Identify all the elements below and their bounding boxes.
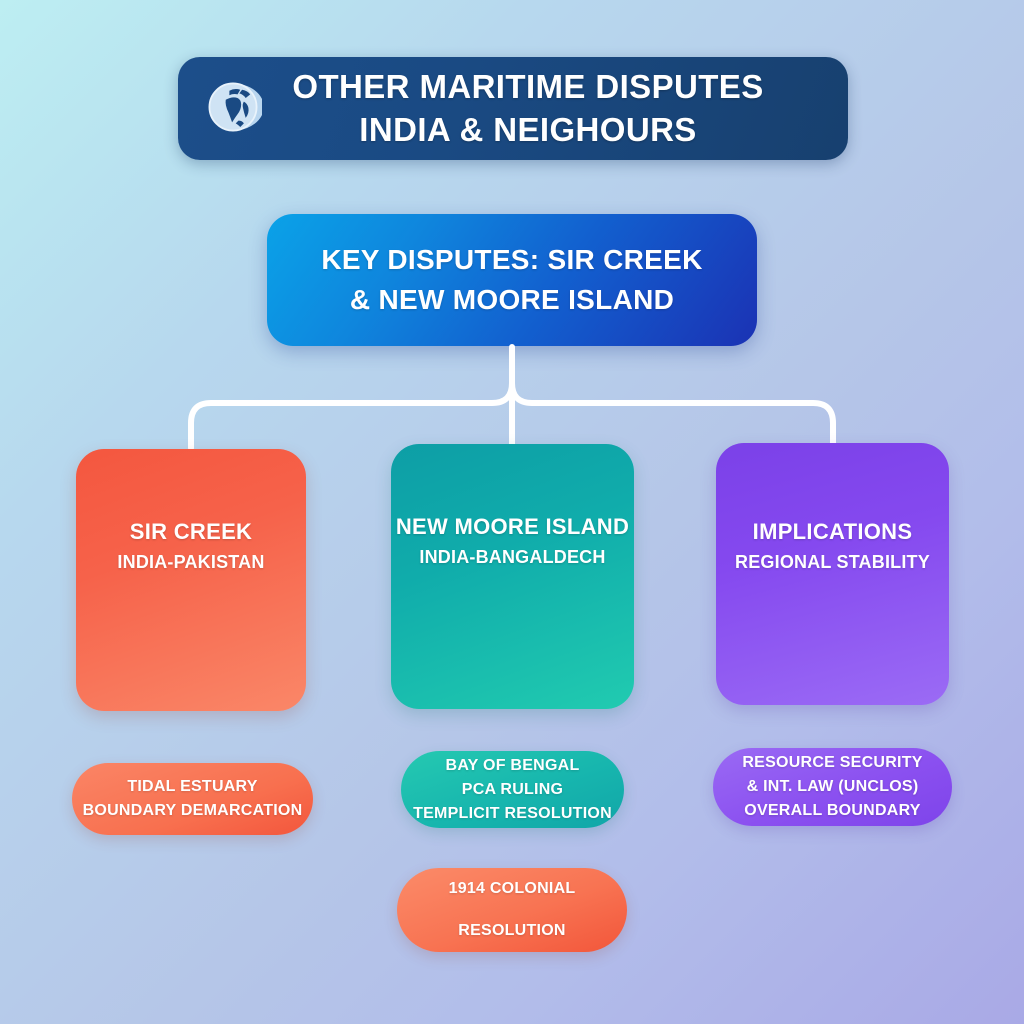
card-implications-subtitle: REGIONAL STABILITY	[735, 552, 930, 572]
pill-colonial-resolution[interactable]: 1914 COLONIAL RESOLUTION	[397, 868, 627, 952]
header-title-line2: INDIA & NEIGHOURS	[359, 110, 697, 148]
globe-icon	[202, 76, 264, 138]
card-sir-creek-subtitle: INDIA-PAKISTAN	[117, 552, 265, 572]
connector-branch-right	[509, 380, 836, 448]
key-disputes-line1: KEY DISPUTES: SIR CREEK	[321, 244, 703, 276]
header-title: OTHER MARITIME DISPUTES INDIA & NEIGHOUR…	[232, 66, 824, 150]
pill-line: TIDAL ESTUARY	[127, 778, 258, 795]
pill-new-moore-details[interactable]: BAY OF BENGAL PCA RULING TEMPLICIT RESOL…	[401, 751, 624, 828]
pill-line: RESOURCE SECURITY	[742, 754, 923, 771]
card-sir-creek-title: SIR CREEK	[129, 519, 253, 544]
pill-line: RESOLUTION	[458, 922, 566, 939]
header-banner: OTHER MARITIME DISPUTES INDIA & NEIGHOUR…	[178, 57, 848, 160]
pill-line: & INT. LAW (UNCLOS)	[746, 778, 919, 795]
connector-branch-left	[188, 380, 515, 451]
key-disputes-line2: & NEW MOORE ISLAND	[349, 284, 675, 315]
pill-line: OVERALL BOUNDARY	[744, 802, 921, 819]
card-sir-creek[interactable]: SIR CREEK INDIA-PAKISTAN	[76, 449, 306, 711]
card-new-moore-island-subtitle: INDIA-BANGALDECH	[419, 547, 606, 567]
pill-line: BAY OF BENGAL	[445, 756, 580, 774]
header-title-line1: OTHER MARITIME DISPUTES	[292, 68, 764, 106]
key-disputes-title: KEY DISPUTES: SIR CREEK & NEW MOORE ISLA…	[321, 240, 702, 320]
card-new-moore-island[interactable]: NEW MOORE ISLAND INDIA-BANGALDECH	[391, 444, 634, 709]
pill-line: 1914 COLONIAL	[448, 880, 576, 897]
pill-line: PCA RULING	[461, 780, 564, 798]
pill-implications-details[interactable]: RESOURCE SECURITY & INT. LAW (UNCLOS) OV…	[713, 748, 952, 826]
card-implications-title: IMPLICATIONS	[752, 519, 913, 544]
key-disputes-banner: KEY DISPUTES: SIR CREEK & NEW MOORE ISLA…	[267, 214, 757, 346]
pill-line: BOUNDARY DEMARCATION	[82, 802, 303, 819]
card-implications[interactable]: IMPLICATIONS REGIONAL STABILITY	[716, 443, 949, 705]
card-new-moore-island-title: NEW MOORE ISLAND	[395, 514, 630, 539]
pill-sir-creek-details[interactable]: TIDAL ESTUARY BOUNDARY DEMARCATION	[72, 763, 313, 835]
pill-line: TEMPLICIT RESOLUTION	[413, 804, 612, 822]
